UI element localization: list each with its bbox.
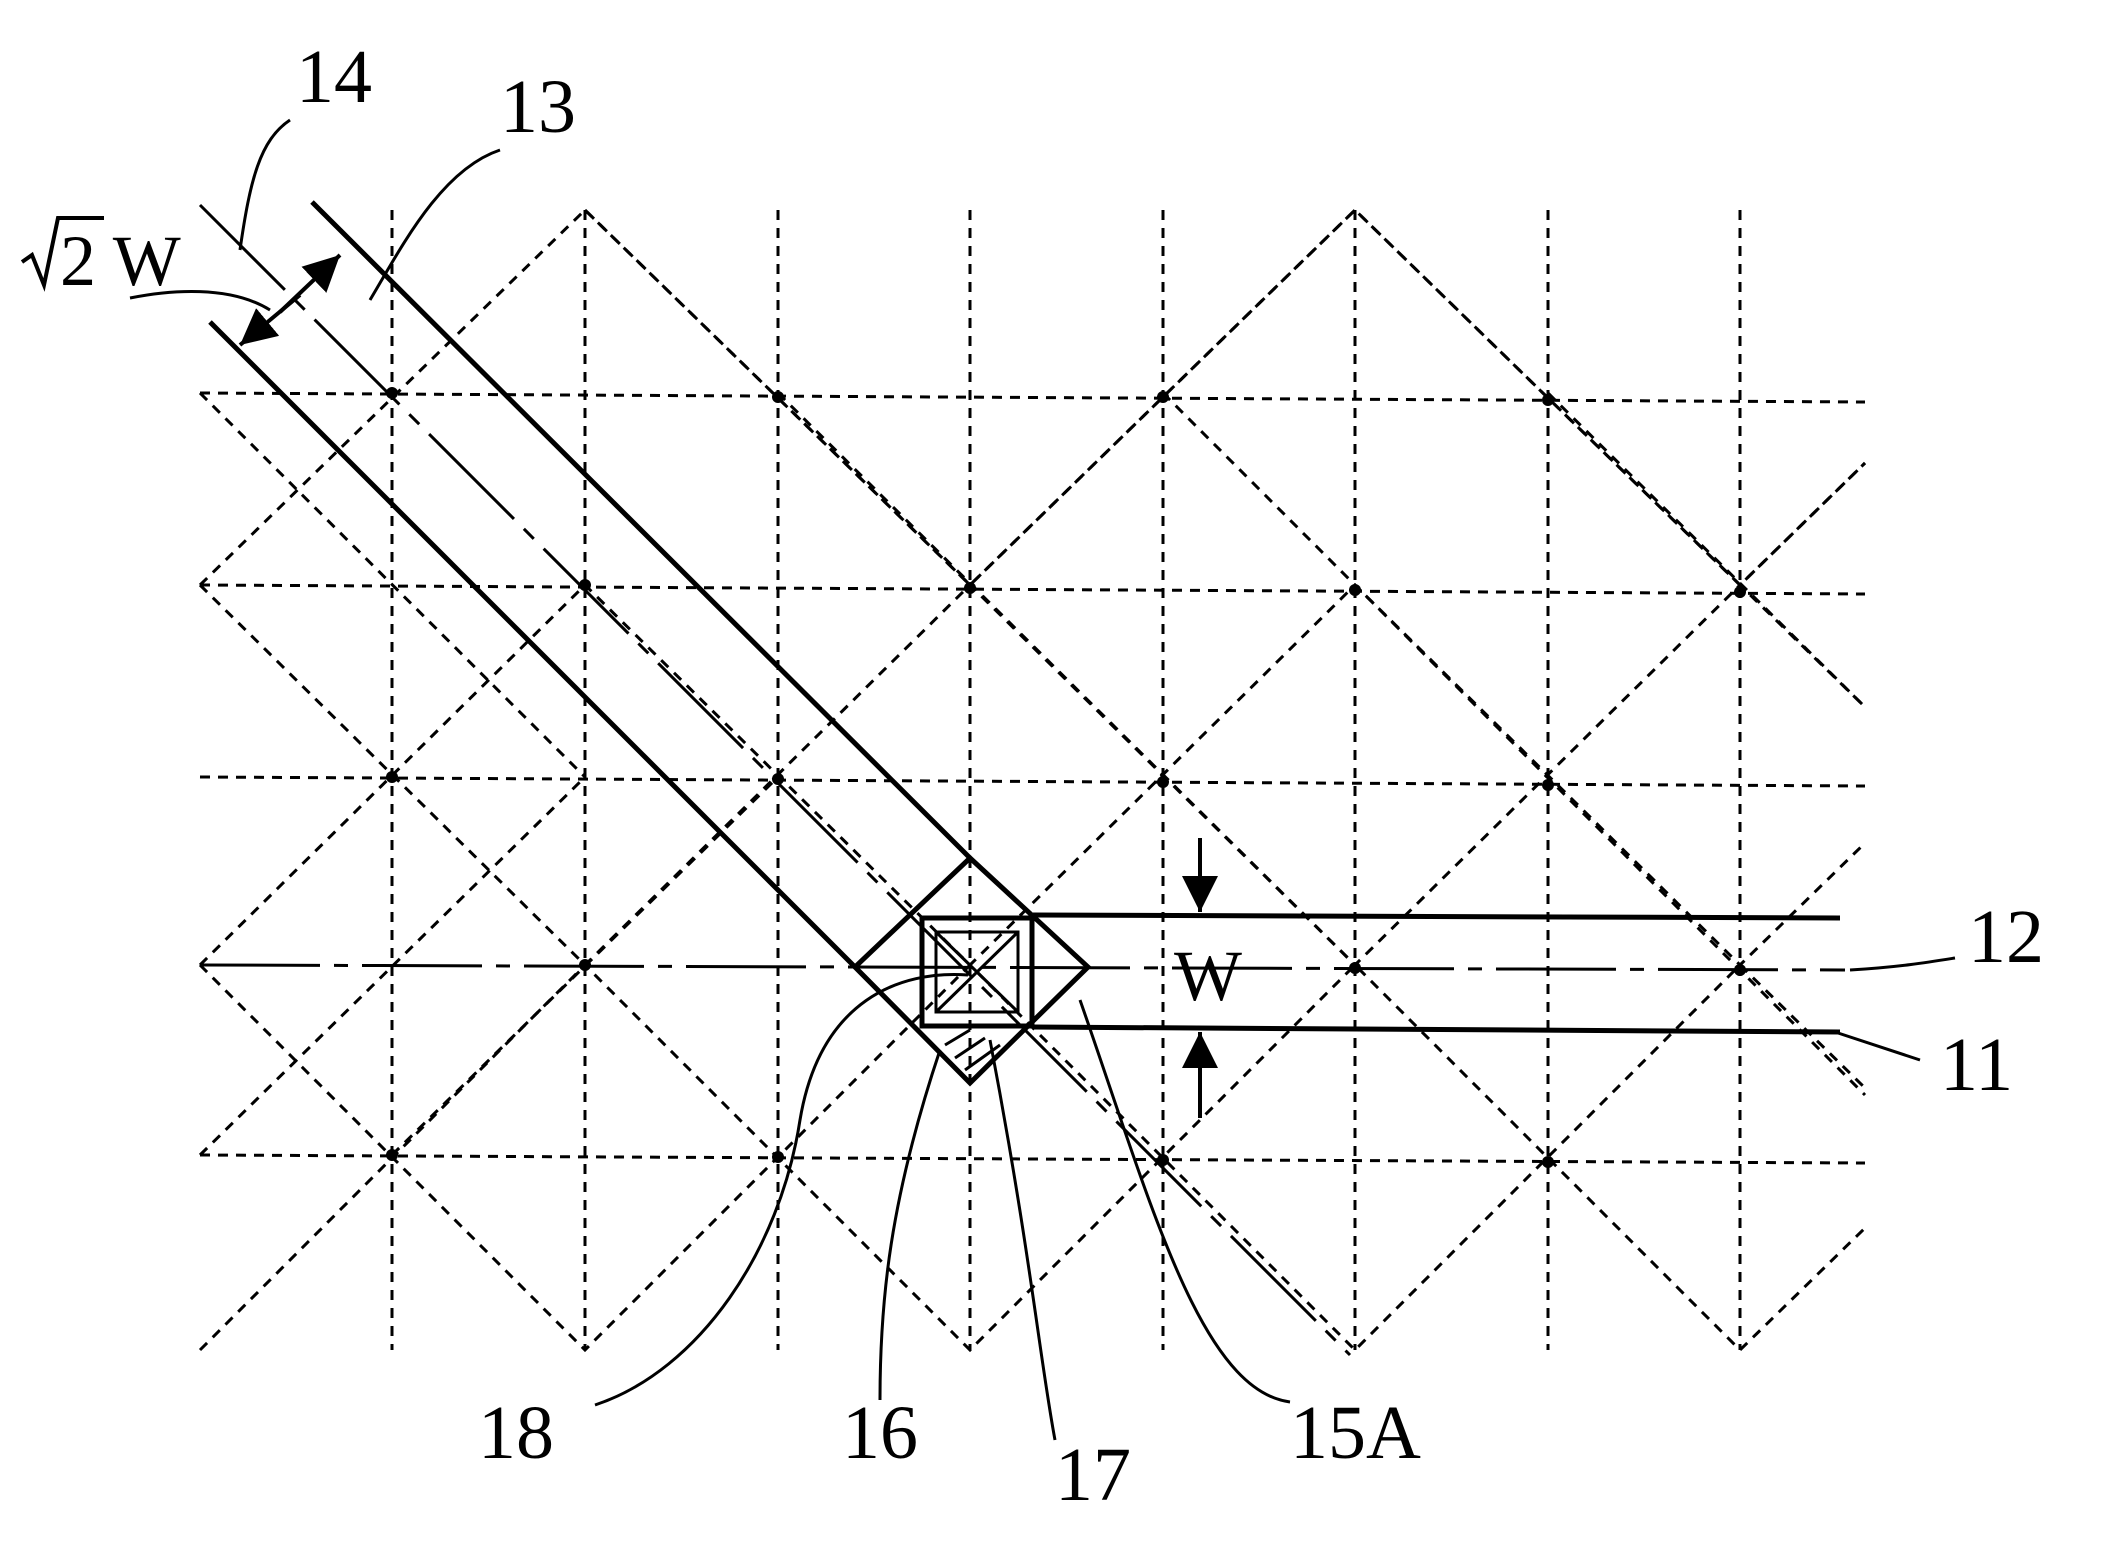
- wire-13-upper-edge: [310, 200, 972, 860]
- centerline-14: [198, 203, 1352, 1357]
- diag-line-b: [776, 391, 1357, 967]
- via-cross-2: [934, 930, 1020, 1014]
- ref-numeral-13: 13: [500, 65, 576, 149]
- leader-17: [988, 1039, 1057, 1441]
- dimension-sqrt2w-label: 2 W: [20, 216, 181, 301]
- grid-nodes: [386, 387, 1746, 1168]
- leader-12: [1849, 956, 1956, 972]
- grid-row-4: [199, 1153, 1866, 1165]
- sqrt-radical-sign: [20, 216, 104, 292]
- ref-numeral-17: 17: [1055, 1433, 1131, 1517]
- via-connection: [851, 854, 1092, 1087]
- via-inner-square: [934, 930, 1020, 1014]
- via-hatch-1: [944, 1028, 971, 1047]
- diag-line-d: [1546, 391, 1867, 709]
- leader-18: [594, 972, 969, 1407]
- leader-16: [878, 1049, 942, 1401]
- dimension-w-label: W: [1174, 936, 1242, 1016]
- ref-numeral-15A: 15A: [1290, 1391, 1421, 1475]
- grid-horizontal-lines: [199, 391, 1866, 1165]
- via-hatch-2: [954, 1036, 986, 1060]
- ref-numeral-12: 12: [1968, 895, 2044, 979]
- ref-numeral-18: 18: [478, 1391, 554, 1475]
- grid-diagonal-lines: [198, 207, 1867, 1353]
- leader-sqrt2w: [129, 289, 271, 312]
- leader-11: [1834, 1030, 1921, 1062]
- ref-numeral-16: 16: [842, 1391, 918, 1475]
- horizontal-wire-11: [1032, 912, 1841, 1035]
- diag-line-a: [198, 391, 587, 779]
- grid-vertical-lines: [390, 210, 1742, 1350]
- leader-15A: [1078, 999, 1291, 1404]
- diag-line-c: [1161, 391, 1867, 1097]
- dim-sqrt2w-arrow-rev: [278, 253, 342, 314]
- ref-numeral-14: 14: [296, 35, 372, 119]
- diag-zigzag-top-inv: [198, 962, 1867, 1353]
- dimension-sqrt2w: [238, 253, 342, 347]
- ref-numeral-11: 11: [1940, 1023, 2013, 1107]
- grid-row-1: [199, 391, 1866, 404]
- leader-lines: [129, 118, 1956, 1441]
- via-outer-square: [919, 915, 1035, 1029]
- grid-row-2: [199, 583, 1866, 596]
- leader-14: [238, 118, 291, 251]
- centerline-12: [199, 963, 1846, 972]
- wire-11-upper-edge: [1032, 912, 1841, 921]
- grid-row-3: [199, 775, 1866, 788]
- via-hatch-3: [964, 1043, 1001, 1072]
- wire-11-lower-edge: [1032, 1024, 1841, 1035]
- wire-13-lower-edge: [208, 320, 857, 969]
- leader-13: [368, 148, 501, 301]
- dimension-sqrt2w-text: 2 W: [60, 221, 181, 301]
- diagonal-wire-13: [208, 200, 972, 969]
- connection-pad-15A: [851, 854, 1092, 1087]
